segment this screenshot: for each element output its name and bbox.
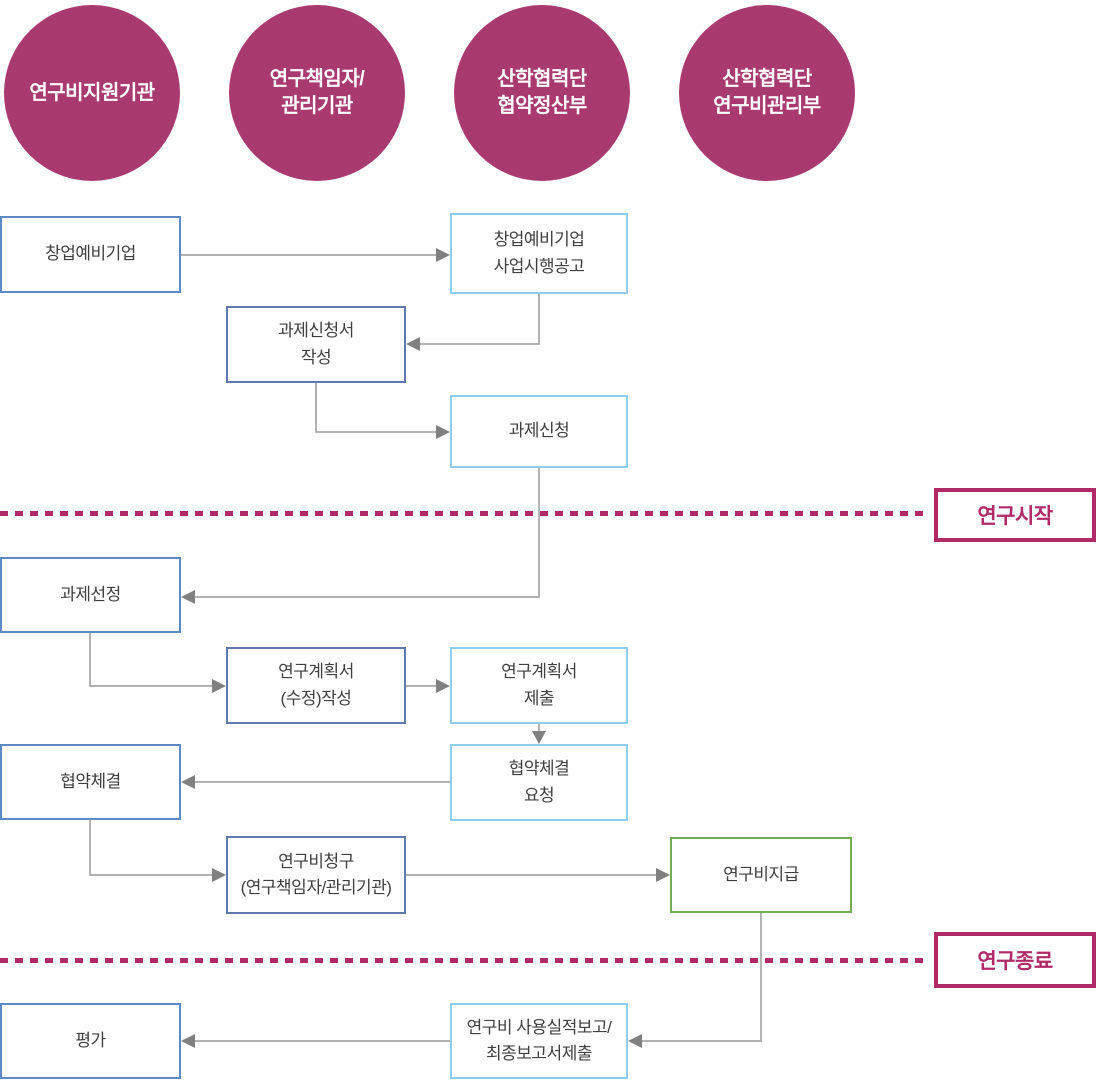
node-label: 과제신청 — [508, 421, 570, 441]
node-label: 과제선정 — [60, 584, 121, 604]
lane-circle-iacf-contract-settlement: 산학협력단 협약정산부 — [454, 5, 630, 181]
connector-n11-n13 — [642, 913, 762, 1042]
arrowhead-right-icon — [436, 425, 450, 439]
node-label: 연구계획서 제출 — [501, 662, 577, 708]
milestone-label: 연구종료 — [977, 950, 1053, 973]
research-start-dashed-line — [0, 511, 930, 516]
node-label: 연구계획서 (수정)작성 — [278, 662, 354, 708]
arrowhead-left-icon — [628, 1034, 642, 1048]
lane-circle-funding-agency: 연구비지원기관 — [4, 5, 180, 181]
milestone-label: 연구시작 — [977, 505, 1053, 528]
node-label: 협약체결 요청 — [508, 759, 570, 805]
node-label: 연구비 사용실적보고/ 최종보고서제출 — [466, 1017, 612, 1063]
connector-n4-n5 — [195, 468, 540, 598]
node-project-application: 과제신청 — [450, 395, 628, 468]
arrowhead-right-icon — [212, 679, 226, 693]
arrowhead-right-icon — [656, 868, 670, 882]
node-agreement-request: 협약체결 요청 — [450, 744, 628, 821]
node-agreement-conclusion: 협약체결 — [0, 744, 181, 820]
research-end-dashed-line — [0, 958, 930, 963]
node-research-fund-claim: 연구비청구 (연구책임자/관리기관) — [226, 836, 406, 914]
lane-label: 연구비지원기관 — [29, 81, 155, 104]
connector-n2-n3 — [420, 294, 540, 345]
connector-n3-n4 — [315, 383, 436, 433]
node-research-plan-writing: 연구계획서 (수정)작성 — [226, 647, 406, 724]
lane-circle-iacf-research-fund-mgmt: 산학협력단 연구비관리부 — [679, 5, 855, 181]
node-label: 창업예비기업 사업시행공고 — [493, 230, 585, 276]
connector-n8-n10 — [89, 820, 212, 876]
node-project-application-writing: 과제신청서 작성 — [226, 306, 406, 383]
node-prestartup-program-announcement: 창업예비기업 사업시행공고 — [450, 213, 628, 294]
lane-label: 산학협력단 협약정산부 — [497, 68, 587, 117]
arrowhead-down-icon — [532, 731, 546, 744]
milestone-research-start: 연구시작 — [934, 488, 1096, 542]
node-label: 과제신청서 작성 — [278, 321, 354, 367]
lane-circle-pi-managing-org: 연구책임자/ 관리기관 — [229, 5, 405, 181]
node-label: 평가 — [75, 1030, 106, 1050]
node-research-plan-submission: 연구계획서 제출 — [450, 647, 628, 724]
milestone-research-end: 연구종료 — [934, 932, 1096, 988]
node-label: 협약체결 — [60, 771, 121, 791]
node-label: 창업예비기업 — [45, 244, 136, 264]
lane-label: 연구책임자/ 관리기관 — [269, 68, 365, 117]
lane-label: 산학협력단 연구비관리부 — [713, 68, 821, 117]
arrowhead-left-icon — [181, 590, 195, 604]
arrowhead-right-icon — [212, 868, 226, 882]
arrowhead-left-icon — [181, 775, 195, 789]
arrowhead-right-icon — [436, 248, 450, 262]
arrowhead-left-icon — [406, 337, 420, 351]
node-label: 연구비지급 — [723, 864, 799, 884]
arrowhead-right-icon — [436, 679, 450, 693]
node-prestartup-company: 창업예비기업 — [0, 216, 181, 293]
node-research-fund-payment: 연구비지급 — [670, 837, 852, 913]
node-evaluation: 평가 — [0, 1003, 181, 1079]
node-project-selection: 과제선정 — [0, 557, 181, 633]
node-fund-usage-final-report: 연구비 사용실적보고/ 최종보고서제출 — [450, 1003, 628, 1079]
connector-n5-n6 — [89, 633, 212, 687]
arrowhead-left-icon — [181, 1034, 195, 1048]
node-label: 연구비청구 (연구책임자/관리기관) — [240, 851, 392, 897]
